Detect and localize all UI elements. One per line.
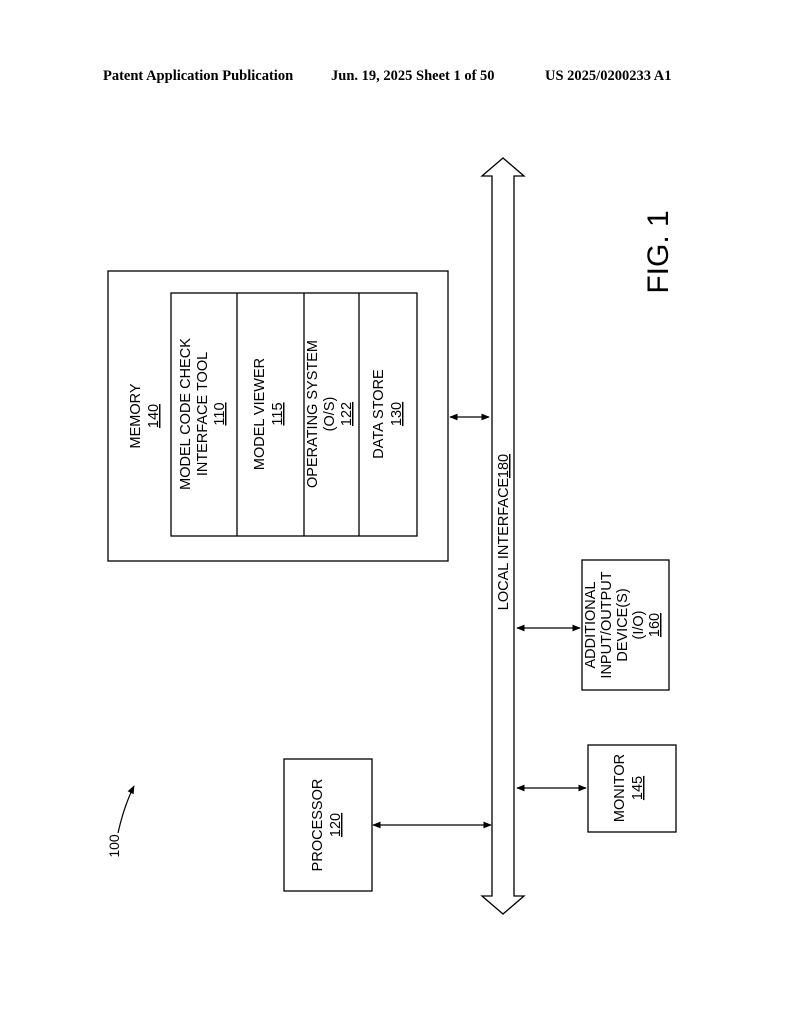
- svg-text:160: 160: [647, 613, 663, 637]
- io-device-label: ADDITIONAL INPUT/OUTPUT DEVICE(S) (I/O) …: [583, 571, 663, 678]
- data-store-label: DATA STORE 130: [371, 369, 405, 459]
- svg-text:145: 145: [630, 776, 646, 800]
- publication-label: Patent Application Publication: [103, 68, 294, 84]
- io-device-box: [581, 559, 670, 691]
- svg-text:130: 130: [389, 402, 405, 426]
- svg-text:DEVICE(S): DEVICE(S): [615, 588, 631, 661]
- memory-box: [107, 270, 449, 562]
- svg-text:PROCESSOR: PROCESSOR: [310, 779, 326, 872]
- system-reference-leader: [117, 785, 135, 834]
- svg-text:OPERATING SYSTEM: OPERATING SYSTEM: [305, 340, 321, 488]
- system-reference-label: 100: [106, 834, 122, 858]
- svg-text:120: 120: [328, 813, 344, 837]
- svg-text:110: 110: [212, 402, 228, 425]
- svg-text:115: 115: [270, 402, 286, 425]
- svg-text:122: 122: [339, 402, 355, 426]
- svg-text:ADDITIONAL: ADDITIONAL: [583, 581, 599, 668]
- model-viewer-label: MODEL VIEWER 115: [252, 358, 286, 470]
- processor-label: PROCESSOR 120: [310, 779, 344, 872]
- memory-items-box: [170, 292, 418, 537]
- svg-text:MODEL VIEWER: MODEL VIEWER: [252, 358, 268, 470]
- svg-text:LOCAL INTERFACE: LOCAL INTERFACE: [496, 477, 512, 610]
- local-interface-bus: [480, 157, 526, 915]
- svg-text:FIG. 1: FIG. 1: [642, 210, 675, 293]
- svg-text:100: 100: [106, 834, 122, 858]
- svg-text:MEMORY: MEMORY: [128, 383, 144, 448]
- svg-text:INPUT/OUTPUT: INPUT/OUTPUT: [599, 571, 615, 678]
- svg-text:(I/O): (I/O): [631, 611, 647, 640]
- svg-text:MONITOR: MONITOR: [612, 754, 628, 822]
- date-sheet-label: Jun. 19, 2025 Sheet 1 of 50: [331, 68, 495, 84]
- model-code-check-tool-label: MODEL CODE CHECK INTERFACE TOOL 110: [178, 338, 228, 490]
- monitor-label: MONITOR 145: [612, 754, 646, 822]
- page-header: Patent Application Publication Jun. 19, …: [0, 68, 794, 88]
- operating-system-label: OPERATING SYSTEM (O/S) 122: [305, 340, 355, 488]
- publication-number: US 2025/0200233 A1: [545, 68, 672, 84]
- monitor-box: [587, 744, 677, 833]
- local-interface-label: LOCAL INTERFACE 180: [496, 454, 512, 610]
- svg-text:(O/S): (O/S): [322, 397, 338, 432]
- memory-label: MEMORY 140: [128, 383, 162, 448]
- svg-text:140: 140: [146, 404, 162, 428]
- processor-box: [283, 758, 373, 892]
- figure-label: FIG. 1: [642, 210, 675, 293]
- svg-text:DATA STORE: DATA STORE: [371, 369, 387, 459]
- svg-text:INTERFACE TOOL: INTERFACE TOOL: [195, 352, 211, 476]
- svg-text:180: 180: [496, 454, 512, 478]
- svg-text:MODEL CODE CHECK: MODEL CODE CHECK: [178, 338, 194, 490]
